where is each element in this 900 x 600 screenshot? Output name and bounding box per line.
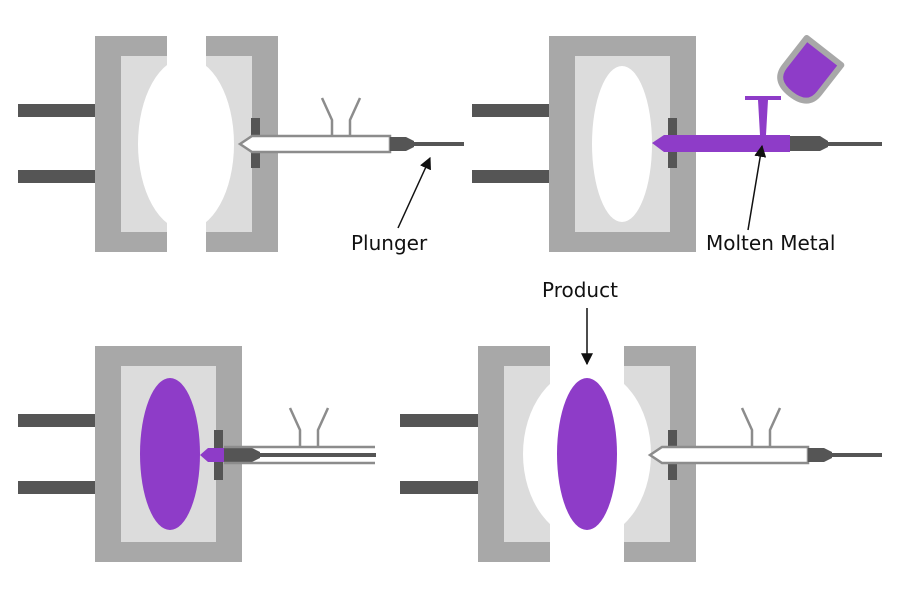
cavity bbox=[592, 66, 652, 222]
stage-3-injection bbox=[18, 346, 376, 562]
ejector-rod-upper bbox=[472, 104, 550, 117]
shot-sleeve bbox=[647, 445, 810, 465]
plunger-tip bbox=[390, 137, 414, 151]
molten-metal-residue bbox=[200, 448, 224, 462]
plunger-tip bbox=[790, 136, 828, 151]
ejector-rod-upper bbox=[18, 104, 96, 117]
product-casting bbox=[557, 378, 617, 530]
label-molten-metal: Molten Metal bbox=[706, 231, 835, 255]
ejector-rod-lower bbox=[18, 481, 96, 494]
stage-2-pouring: Molten Metal bbox=[472, 34, 882, 255]
molten-metal-in-sleeve bbox=[652, 96, 790, 152]
ejector-rod-upper bbox=[18, 414, 96, 427]
cavity bbox=[138, 58, 234, 230]
arrow-icon bbox=[397, 156, 431, 229]
shot-sleeve bbox=[237, 134, 392, 154]
label-plunger: Plunger bbox=[351, 231, 428, 255]
plunger-rod bbox=[828, 142, 882, 146]
stage-1-open-die: Plunger bbox=[18, 36, 464, 255]
stage-4-ejection: Product bbox=[400, 278, 882, 562]
pour-funnel bbox=[288, 407, 330, 447]
plunger-rod bbox=[260, 453, 376, 457]
pour-funnel bbox=[740, 407, 782, 447]
ladle-icon bbox=[777, 34, 845, 104]
ejector-rod-lower bbox=[18, 170, 96, 183]
plunger-tip bbox=[808, 448, 832, 462]
label-product: Product bbox=[542, 278, 618, 302]
ejector-rod-lower bbox=[472, 170, 550, 183]
pour-funnel bbox=[320, 97, 362, 136]
casting bbox=[140, 378, 200, 530]
arrow-icon bbox=[747, 144, 767, 231]
plunger-tip bbox=[224, 448, 260, 462]
plunger-rod bbox=[414, 142, 464, 146]
ejector-rod-upper bbox=[400, 414, 478, 427]
plunger-rod bbox=[832, 453, 882, 457]
ejector-rod-lower bbox=[400, 481, 478, 494]
